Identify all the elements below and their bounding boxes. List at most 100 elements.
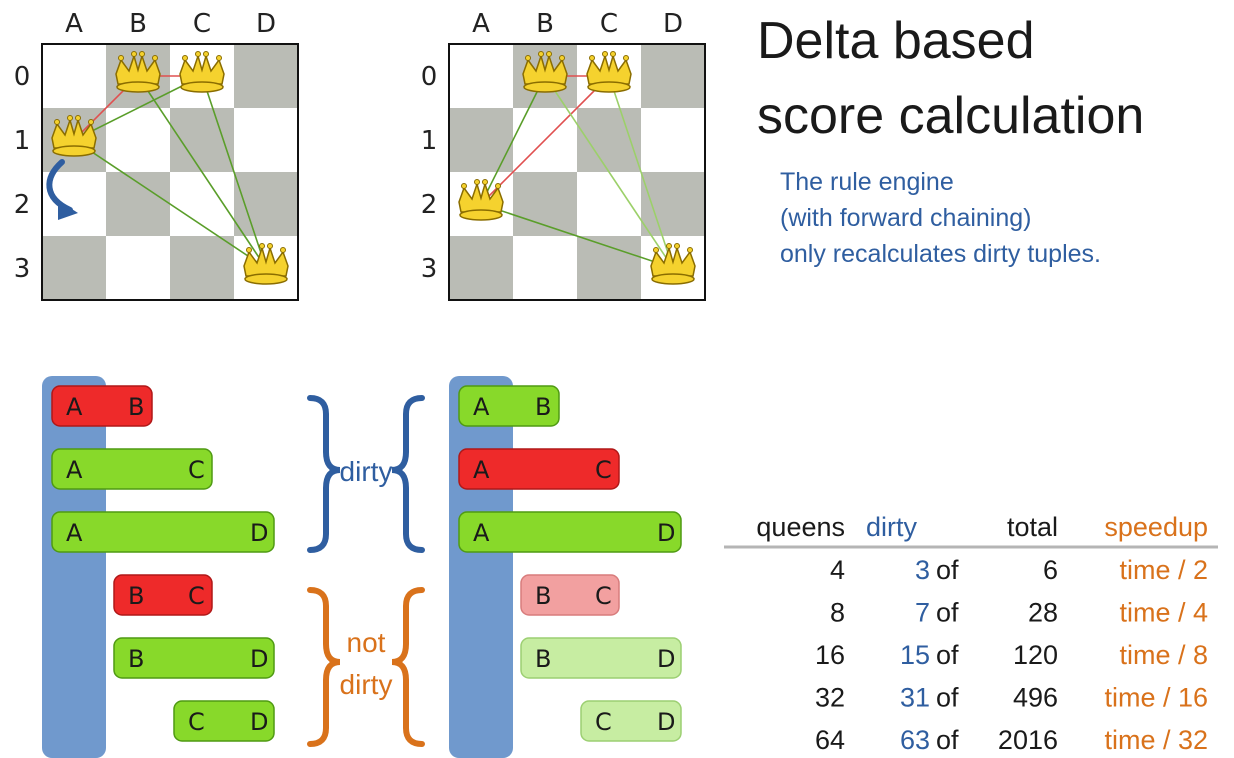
board-square xyxy=(513,172,577,236)
tuple-label-a: B xyxy=(128,645,144,673)
cell-dirty: 63 xyxy=(900,725,930,755)
cell-total: 496 xyxy=(1013,683,1058,713)
not-dirty-label-1: not xyxy=(347,627,386,658)
board-square xyxy=(641,108,705,172)
subtitle-line-2: (with forward chaining) xyxy=(780,204,1032,232)
board-square xyxy=(449,236,513,300)
tuple-label-a: A xyxy=(473,519,490,547)
cell-of: of xyxy=(936,555,959,585)
dirty-brace-left xyxy=(310,398,340,550)
board-square xyxy=(449,108,513,172)
not-dirty-brace-right xyxy=(392,590,422,744)
board-square xyxy=(641,44,705,108)
board-square xyxy=(449,44,513,108)
board-square xyxy=(234,108,298,172)
cell-dirty: 31 xyxy=(900,683,930,713)
rule-bar-after xyxy=(449,376,513,758)
cell-queens: 16 xyxy=(815,640,845,670)
tuple-label-a: B xyxy=(128,582,144,610)
tuple-label-a: A xyxy=(66,519,83,547)
cell-of: of xyxy=(936,598,959,628)
not-dirty-label-2: dirty xyxy=(340,669,393,700)
table-row: 1615of120time / 8 xyxy=(815,640,1208,670)
row-label: 1 xyxy=(14,126,31,156)
board-square xyxy=(170,172,234,236)
cell-speedup: time / 2 xyxy=(1119,555,1208,585)
cell-of: of xyxy=(936,683,959,713)
column-label: D xyxy=(663,9,683,39)
title-line-2: score calculation xyxy=(757,87,1144,145)
header-speedup: speedup xyxy=(1104,512,1208,542)
row-label: 1 xyxy=(421,126,438,156)
tuple-label-b: D xyxy=(657,708,675,736)
cell-dirty: 3 xyxy=(915,555,930,585)
cell-speedup: time / 32 xyxy=(1104,725,1208,755)
row-label: 0 xyxy=(14,62,31,92)
cell-queens: 4 xyxy=(830,555,845,585)
tuple-label-b: C xyxy=(595,582,612,610)
row-label: 2 xyxy=(421,190,438,220)
board-square xyxy=(234,172,298,236)
cell-of: of xyxy=(936,640,959,670)
column-label: A xyxy=(65,9,83,39)
board-square xyxy=(42,44,106,108)
cell-total: 120 xyxy=(1013,640,1058,670)
board-square xyxy=(234,44,298,108)
tuple-label-b: C xyxy=(188,456,205,484)
column-label: C xyxy=(193,9,211,39)
board-square xyxy=(106,108,170,172)
header-queens: queens xyxy=(756,512,845,542)
tuple-label-b: B xyxy=(128,393,144,421)
board-square xyxy=(42,236,106,300)
cell-queens: 64 xyxy=(815,725,845,755)
not-dirty-brace-left xyxy=(310,590,340,744)
tuple-label-a: A xyxy=(66,456,83,484)
subtitle-line-1: The rule engine xyxy=(780,168,954,196)
column-label: D xyxy=(256,9,276,39)
tuple-label-b: D xyxy=(250,708,268,736)
board-square xyxy=(106,172,170,236)
row-label: 2 xyxy=(14,190,31,220)
cell-of: of xyxy=(936,725,959,755)
column-label: C xyxy=(600,9,618,39)
board-square xyxy=(106,236,170,300)
tuple-label-b: D xyxy=(250,519,268,547)
tuple-label-a: A xyxy=(66,393,83,421)
column-label: B xyxy=(129,9,147,39)
board-square xyxy=(170,236,234,300)
tuple-label-a: A xyxy=(473,393,490,421)
board-square xyxy=(513,236,577,300)
row-label: 0 xyxy=(421,62,438,92)
tuple-label-a: C xyxy=(188,708,205,736)
cell-dirty: 7 xyxy=(915,598,930,628)
subtitle-line-3: only recalculates dirty tuples. xyxy=(780,240,1101,268)
tuple-bar xyxy=(52,512,274,552)
tuple-label-a: A xyxy=(473,456,490,484)
cell-speedup: time / 4 xyxy=(1119,598,1208,628)
tuple-label-b: D xyxy=(657,519,675,547)
board-square xyxy=(577,108,641,172)
board-square xyxy=(170,108,234,172)
cell-total: 28 xyxy=(1028,598,1058,628)
rule-bar-before xyxy=(42,376,106,758)
tuple-label-b: C xyxy=(188,582,205,610)
cell-queens: 32 xyxy=(815,683,845,713)
tuple-label-b: B xyxy=(535,393,551,421)
tuple-label-a: B xyxy=(535,582,551,610)
board-square xyxy=(577,236,641,300)
tuple-label-b: C xyxy=(595,456,612,484)
row-label: 3 xyxy=(421,254,438,284)
board-square xyxy=(577,172,641,236)
tuple-label-a: C xyxy=(595,708,612,736)
dirty-brace-right xyxy=(392,398,422,550)
column-label: A xyxy=(472,9,490,39)
tuple-label-b: D xyxy=(657,645,675,673)
row-label: 3 xyxy=(14,254,31,284)
title-line-1: Delta based xyxy=(757,12,1035,70)
cell-total: 6 xyxy=(1043,555,1058,585)
